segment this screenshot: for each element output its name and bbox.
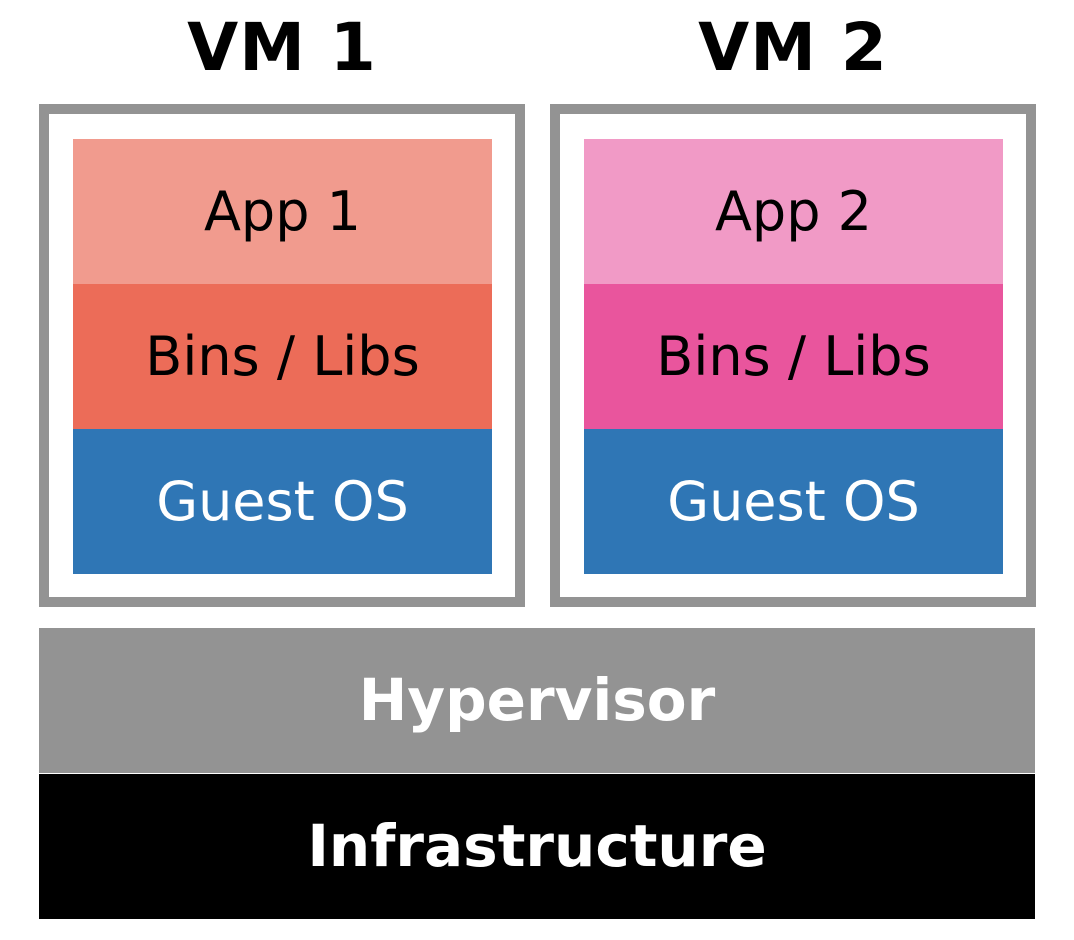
- vm-2-stack: App 2 Bins / Libs Guest OS: [584, 139, 1003, 574]
- vm-1-bins-libs-layer: Bins / Libs: [73, 284, 492, 429]
- vm-1-title: VM 1: [187, 9, 377, 86]
- vm-2-bins-libs-layer: Bins / Libs: [584, 284, 1003, 429]
- vm-2-app-layer: App 2: [584, 139, 1003, 284]
- vm-1-app-layer: App 1: [73, 139, 492, 284]
- vm-1-guest-os-layer: Guest OS: [73, 429, 492, 574]
- vm-2-guest-os-layer: Guest OS: [584, 429, 1003, 574]
- vm-1-frame: App 1 Bins / Libs Guest OS: [39, 104, 525, 607]
- vm-2-title: VM 2: [698, 9, 888, 86]
- infrastructure-layer: Infrastructure: [39, 774, 1035, 919]
- hypervisor-layer: Hypervisor: [39, 628, 1035, 773]
- vm-2-frame: App 2 Bins / Libs Guest OS: [550, 104, 1036, 607]
- vm-1-stack: App 1 Bins / Libs Guest OS: [73, 139, 492, 574]
